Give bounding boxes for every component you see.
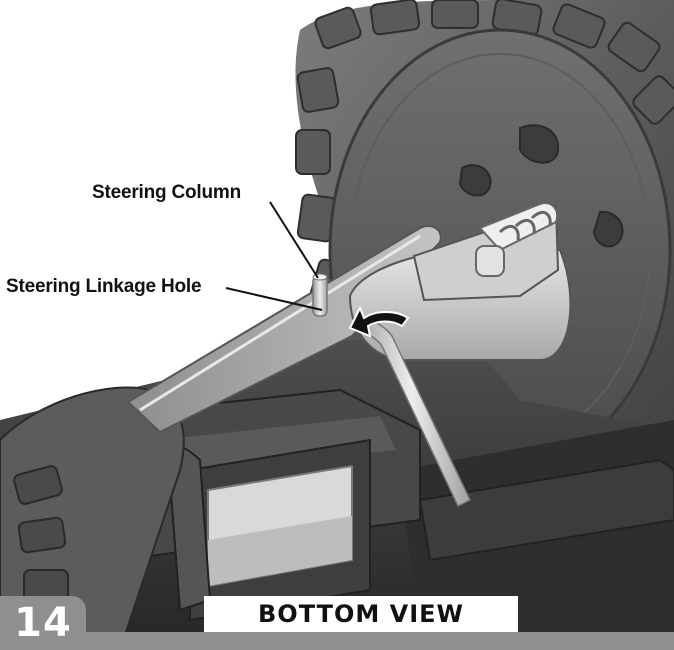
view-banner: BOTTOM VIEW: [204, 596, 518, 632]
step-badge: 14: [0, 596, 86, 650]
step-number: 14: [14, 600, 72, 646]
rotation-arrow-icon: [348, 305, 410, 338]
steering-linkage-hole-label: Steering Linkage Hole: [6, 276, 202, 297]
view-title: BOTTOM VIEW: [258, 600, 464, 628]
steering-knuckle: [348, 202, 572, 361]
callout-leader-lines: [225, 201, 323, 311]
steering-column-label: Steering Column: [92, 182, 242, 203]
bottom-frame-bar: [86, 632, 674, 650]
